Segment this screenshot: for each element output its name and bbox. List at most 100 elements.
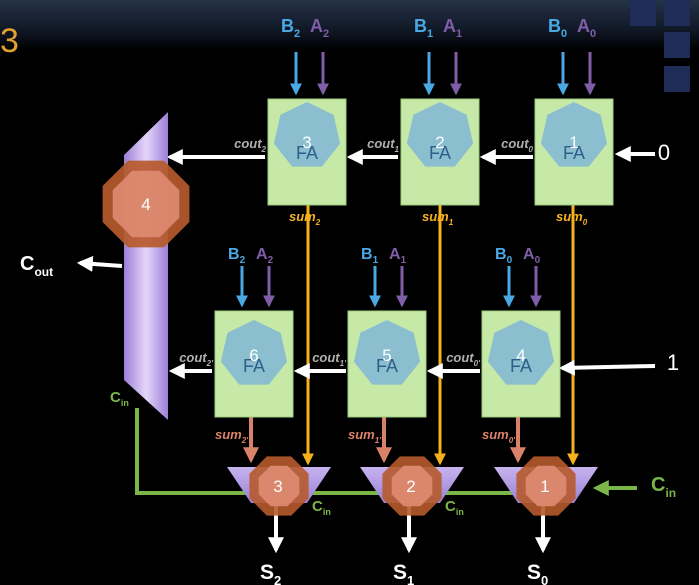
cout-label-main: cout <box>179 350 207 365</box>
carry-out-label: Cout <box>20 253 53 279</box>
cout-label-main: cout <box>312 350 340 365</box>
b-input-label: B2 <box>228 246 246 266</box>
adder-number: 3 <box>302 133 311 152</box>
sum-label: sum2 <box>289 209 321 227</box>
b-input-label-main: B <box>548 16 561 36</box>
cout-label-main: cout <box>367 136 395 151</box>
b-input-label-sub: 0 <box>561 28 567 40</box>
mux-number: 2 <box>406 477 415 496</box>
b-input-label-main: B <box>361 246 373 263</box>
octagon-marker-inner <box>391 465 433 507</box>
a-input-label-main: A <box>389 246 401 263</box>
octagon-marker-inner <box>525 465 567 507</box>
cin-input-label-sub: in <box>665 486 676 500</box>
sum-label: sum1 <box>422 209 454 227</box>
full-adder-label: FA <box>510 356 532 376</box>
mux-number: 4 <box>141 195 150 214</box>
a-input-label: A2 <box>310 16 329 40</box>
sum-output-label-sub: 2 <box>274 573 281 585</box>
sum-output-label: S2 <box>260 561 281 585</box>
mux-select-label-main: C <box>312 498 323 515</box>
adder-number: 1 <box>569 133 578 152</box>
b-input-label-sub: 0 <box>507 255 513 266</box>
b-input-label: B1 <box>361 246 379 266</box>
a-input-label-sub: 1 <box>401 255 407 266</box>
sum-output-label-sub: 0 <box>541 573 548 585</box>
slide-number: 3 <box>0 22 19 60</box>
a-input-label-main: A <box>523 246 535 263</box>
full-adder-label: FA <box>563 143 585 163</box>
full-adder-label: FA <box>429 143 451 163</box>
a-input-label-sub: 2 <box>323 28 329 40</box>
a-input-label: A1 <box>443 16 462 40</box>
decorative-square <box>664 32 690 58</box>
heptagon-marker <box>353 320 421 385</box>
cout-label: cout0 <box>501 136 533 154</box>
full-adder-label: FA <box>296 143 318 163</box>
carry-out-label-sub: out <box>34 265 53 279</box>
cout-label-main: cout <box>234 136 262 151</box>
b-input-label: B1 <box>414 16 433 40</box>
sum-label-main: sum <box>422 209 449 224</box>
sum-label-sub: 1 <box>449 218 454 227</box>
cout-label-sub: 0' <box>474 359 481 368</box>
mux-number: 1 <box>540 477 549 496</box>
bottom-carry-in-value: 1 <box>667 350 679 375</box>
heptagon-marker <box>220 320 288 385</box>
b-input-label-sub: 1 <box>373 255 379 266</box>
sum-output-label-main: S <box>527 561 541 584</box>
cout-label: cout2 <box>234 136 266 154</box>
top-carry-in-value: 0 <box>658 140 670 165</box>
mux-select-label: Cin <box>312 498 331 517</box>
full-adder-label: FA <box>243 356 265 376</box>
mux-select-label-main: C <box>445 498 456 515</box>
sum-label: sum2' <box>215 427 249 445</box>
sum-output-label: S0 <box>527 561 548 585</box>
heptagon-marker <box>273 102 341 167</box>
octagon-marker-inner <box>112 170 180 238</box>
sum-label: sum1' <box>348 427 382 445</box>
adder-number: 2 <box>435 133 444 152</box>
sum-label-main: sum <box>482 427 509 442</box>
cin-input-label: Cin <box>651 474 676 500</box>
title-bar <box>0 0 699 50</box>
sum-label-sub: 1' <box>375 436 382 445</box>
heptagon-marker <box>487 320 555 385</box>
carry-select-label: Cin <box>110 389 129 408</box>
adder-number: 5 <box>382 346 391 365</box>
sum-label-main: sum <box>348 427 375 442</box>
a-input-label-sub: 0 <box>590 28 596 40</box>
b-input-label-main: B <box>414 16 427 36</box>
carry-select-label-sub: in <box>121 398 129 408</box>
decorative-square <box>664 66 690 92</box>
b-input-label-sub: 2 <box>240 255 246 266</box>
sum-label: sum0' <box>482 427 516 445</box>
a-input-label-sub: 0 <box>535 255 541 266</box>
decorative-square <box>630 0 656 26</box>
cout-label: cout2' <box>179 350 214 368</box>
a-input-label-sub: 1 <box>456 28 462 40</box>
adder-number: 4 <box>516 346 525 365</box>
cout-label-sub: 2' <box>206 359 214 368</box>
cout-label-main: cout <box>501 136 529 151</box>
b-input-label: B0 <box>548 16 567 40</box>
sum-label-sub: 2' <box>241 436 249 445</box>
sum-label-sub: 0' <box>509 436 516 445</box>
sum-output-label-main: S <box>393 561 407 584</box>
sum-label-main: sum <box>556 209 583 224</box>
b-input-label: B0 <box>495 246 513 266</box>
carry-in-arrow <box>558 359 656 376</box>
cout-label-sub: 2 <box>261 145 267 154</box>
carry-out-label-main: C <box>20 253 34 275</box>
mux-number: 3 <box>273 477 282 496</box>
sum-output-label-sub: 1 <box>407 573 414 585</box>
mux-select-label-sub: in <box>456 507 464 517</box>
cin-input-label-main: C <box>651 474 665 496</box>
sum-label-main: sum <box>289 209 316 224</box>
cout-label-sub: 1' <box>340 359 347 368</box>
a-input-label-main: A <box>310 16 323 36</box>
cout-label: cout1' <box>312 350 347 368</box>
a-input-label: A0 <box>577 16 596 40</box>
